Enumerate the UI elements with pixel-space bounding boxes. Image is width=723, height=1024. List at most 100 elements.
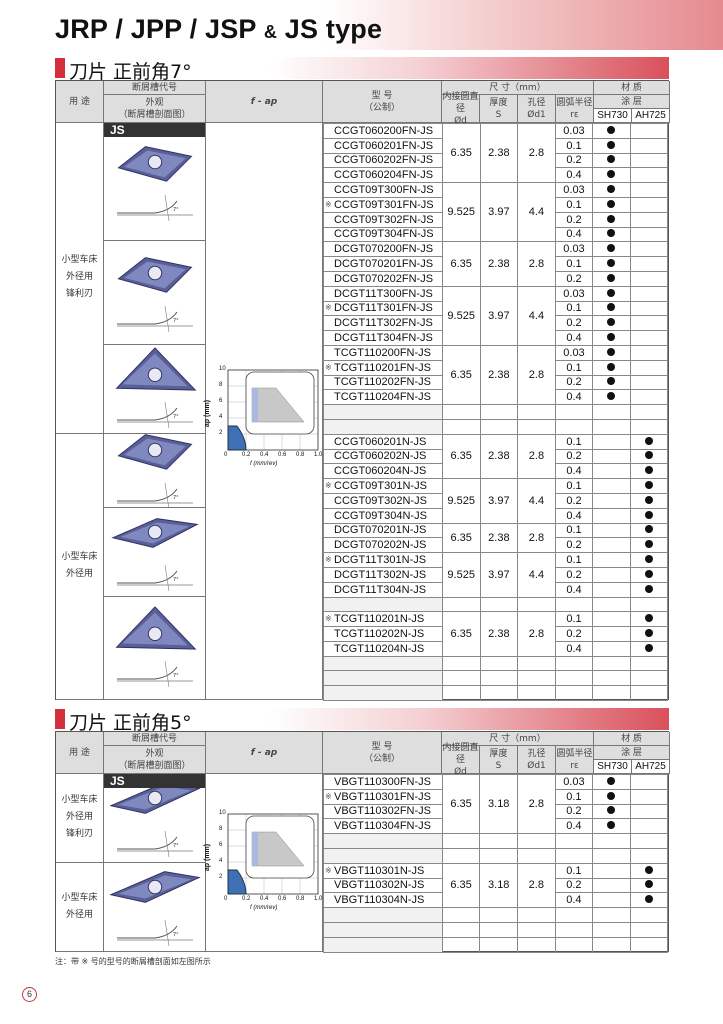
d1-value: 4.4 (517, 552, 556, 598)
model-number: TCGT110200FN-JS (334, 346, 431, 359)
re-value: 0.1 (554, 478, 594, 494)
sh730-cell (592, 182, 631, 198)
sh730-cell (592, 463, 631, 480)
empty-cell (554, 685, 594, 702)
empty-cell (323, 404, 443, 420)
empty-cell (441, 655, 481, 672)
d1-value: 4.4 (517, 182, 556, 243)
header-d-text: 内接圆直径 (442, 742, 479, 765)
empty-cell (629, 596, 669, 613)
header-s-text: S (495, 760, 502, 771)
model-cell: TCGT110202FN-JS (323, 374, 443, 391)
header-use-text: 用 途 (69, 96, 90, 107)
section-heading: 刀片 正前角7° (55, 57, 669, 83)
chart-x-tick: 0 (224, 451, 228, 458)
d-value: 9.525 (441, 285, 481, 346)
header-re-text: rε (570, 760, 579, 771)
s-value: 3.97 (479, 478, 519, 524)
re-value: 0.1 (554, 552, 594, 568)
sh730-cell (592, 226, 631, 243)
empty-cell (517, 670, 556, 687)
header-grade-AH725: AH725 (632, 760, 670, 774)
empty-cell (629, 833, 669, 849)
empty-cell (323, 907, 443, 923)
re-value: 0.1 (554, 611, 594, 628)
empty-cell (554, 833, 594, 849)
empty-cell (479, 833, 519, 849)
ah725-cell (629, 359, 669, 376)
use-text: 小型车床 (61, 255, 98, 266)
reference-mark: ※ (325, 614, 332, 624)
re-value: 0.2 (554, 537, 594, 554)
availability-dot-icon (607, 377, 616, 386)
empty-cell (479, 418, 519, 435)
title-main: JRP / JPP / JSP (55, 14, 264, 44)
empty-cell (629, 907, 669, 923)
model-number: CCGT060204FN-JS (334, 169, 434, 182)
table-row: ※DCGT11T301FN-JS 0.1 (323, 300, 669, 317)
ah725-cell (629, 211, 669, 228)
grade-label: AH725 (635, 760, 666, 772)
re-value: 0.1 (554, 300, 594, 317)
chart-x-tick: 0.4 (260, 895, 269, 902)
use-cell: 小型车床外径用 (56, 862, 104, 952)
availability-dot-icon (644, 451, 653, 460)
sh730-cell (592, 389, 631, 406)
empty-cell (554, 907, 594, 923)
insert-image-cell: 7° (104, 862, 206, 952)
header-material-text: 材 质 (621, 733, 642, 744)
table-row: DCGT11T304FN-JS 0.4 (323, 330, 669, 346)
model-number: DCGT11T304FN-JS (334, 332, 433, 345)
availability-dot-icon (644, 525, 653, 534)
ah725-cell (629, 507, 669, 524)
page-number: 6 (22, 987, 37, 1002)
blank-row (323, 670, 669, 687)
model-number: CCGT060204N-JS (334, 465, 427, 478)
model-number: CCGT060200FN-JS (334, 124, 434, 137)
availability-dot-icon (607, 155, 616, 164)
model-cell: CCGT060204FN-JS (323, 167, 443, 184)
chart-x-tick: 0.2 (242, 895, 251, 902)
model-number: CCGT09T300FN-JS (334, 184, 434, 197)
empty-cell (629, 936, 669, 953)
use-text: 小型车床 (61, 795, 98, 806)
empty-cell (479, 685, 519, 702)
header-appearance-text: 外观 (145, 97, 164, 108)
empty-cell (629, 685, 669, 702)
empty-cell (629, 847, 669, 864)
re-value: 0.4 (554, 330, 594, 346)
model-number: DCGT070201N-JS (334, 524, 427, 537)
header-material: 材 质 (594, 81, 670, 95)
empty-cell (554, 670, 594, 687)
header-coating: 涂 层 (594, 95, 670, 109)
sh730-cell (592, 803, 631, 820)
header-f-ap-text: f - ap (250, 747, 278, 758)
re-value: 0.03 (554, 344, 594, 361)
model-cell: DCGT070201N-JS (323, 522, 443, 539)
model-number: CCGT060202FN-JS (334, 154, 434, 167)
ah725-cell (629, 478, 669, 494)
model-cell: CCGT060201N-JS (323, 433, 443, 450)
header-d-text: Ød (454, 766, 467, 777)
re-value: 0.03 (554, 182, 594, 198)
d-value: 6.35 (441, 611, 481, 657)
model-cell: CCGT060202FN-JS (323, 152, 443, 169)
ah725-cell (629, 862, 669, 879)
model-cell: ※DCGT11T301FN-JS (323, 300, 443, 317)
re-value: 0.1 (554, 433, 594, 450)
insert-V-icon (107, 862, 203, 918)
availability-dot-icon (607, 776, 616, 785)
chipbreaker-profile-icon: 7° (115, 829, 195, 863)
section-marker (55, 58, 65, 78)
availability-dot-icon (607, 199, 616, 208)
chipbreaker-profile-icon: 7° (115, 400, 195, 434)
svg-text:7°: 7° (173, 932, 179, 938)
reference-mark: ※ (325, 791, 332, 801)
